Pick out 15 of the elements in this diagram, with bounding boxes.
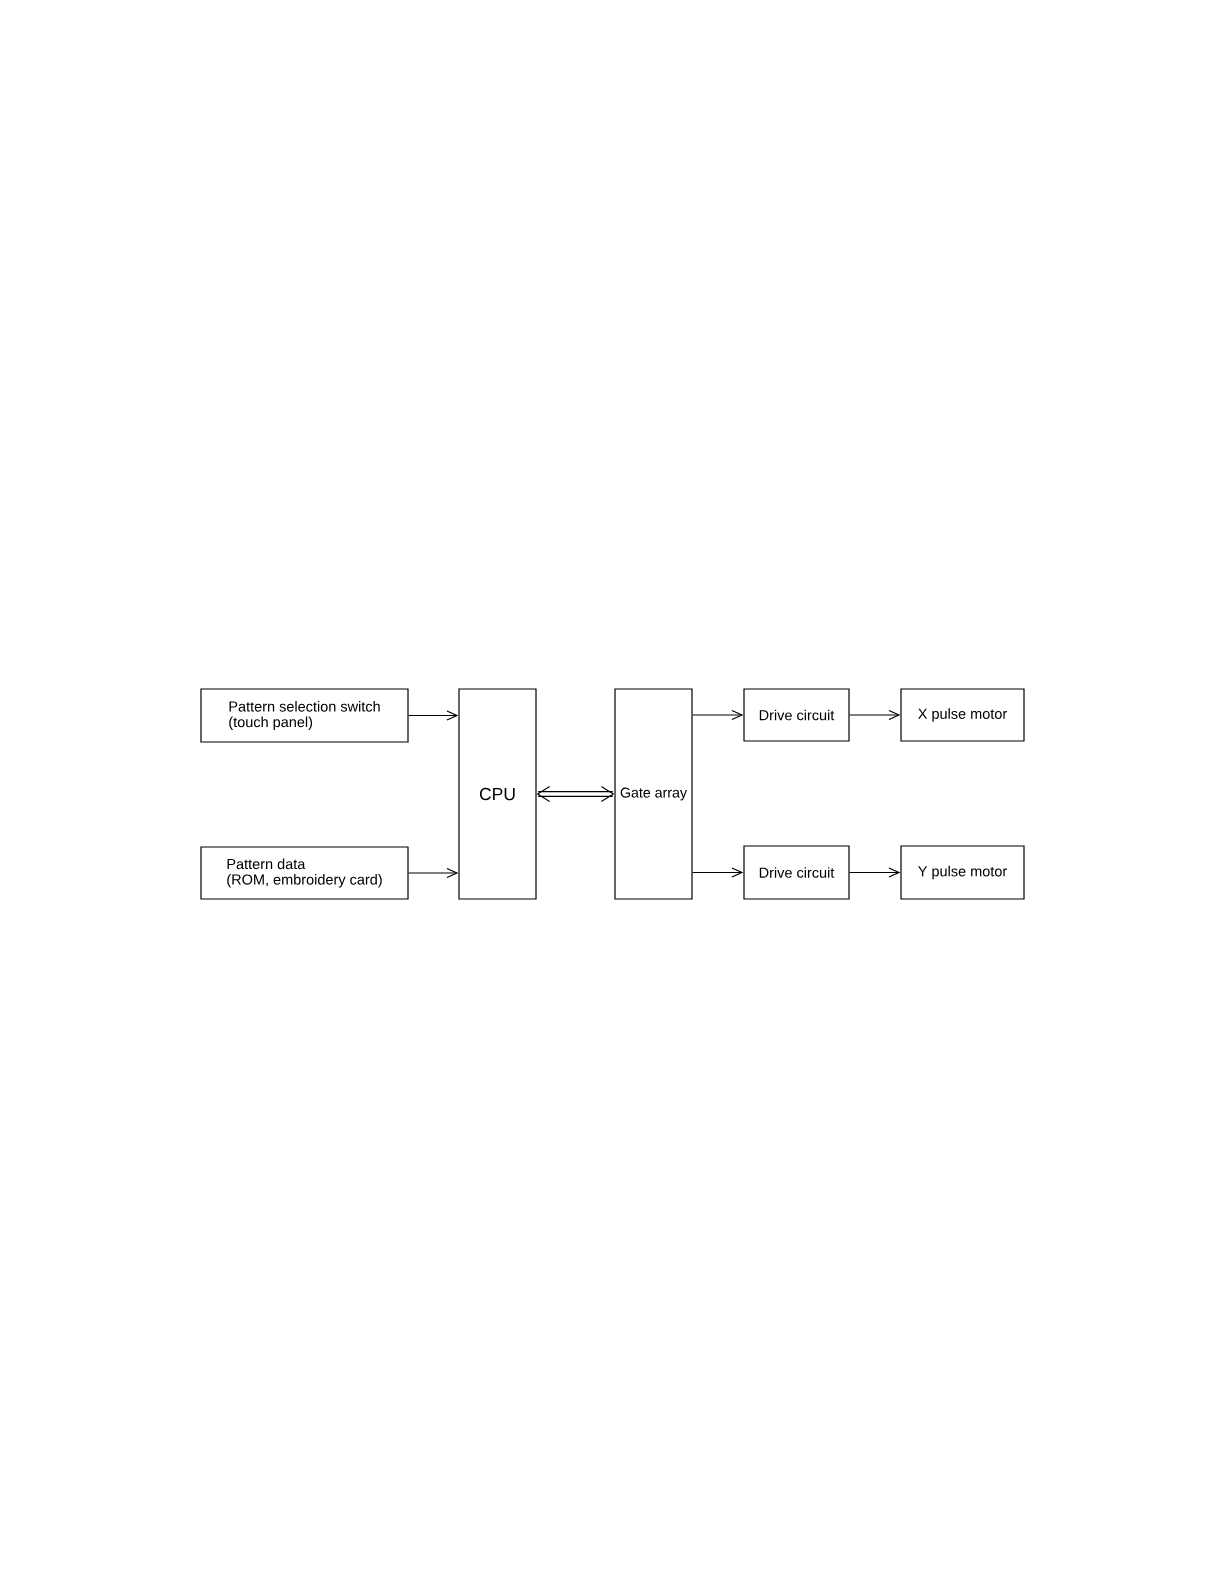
motor-box: X pulse motor bbox=[900, 688, 1025, 742]
input-box: Pattern selection switch (touch panel) bbox=[200, 688, 409, 743]
arrow bbox=[849, 867, 901, 878]
driver-box: Drive circuit bbox=[743, 688, 850, 742]
arrow bbox=[408, 867, 459, 879]
driver-box: Drive circuit bbox=[743, 845, 850, 900]
input-box: Pattern data (ROM, embroidery card) bbox=[200, 846, 409, 900]
processor-box: CPU bbox=[458, 688, 537, 900]
gate-array-box: Gate array bbox=[614, 688, 693, 900]
arrow bbox=[849, 709, 901, 721]
arrow bbox=[692, 867, 744, 878]
arrow bbox=[692, 709, 744, 721]
motor-box: Y pulse motor bbox=[900, 845, 1025, 900]
arrow bbox=[408, 710, 459, 721]
double-arrow bbox=[536, 785, 615, 803]
